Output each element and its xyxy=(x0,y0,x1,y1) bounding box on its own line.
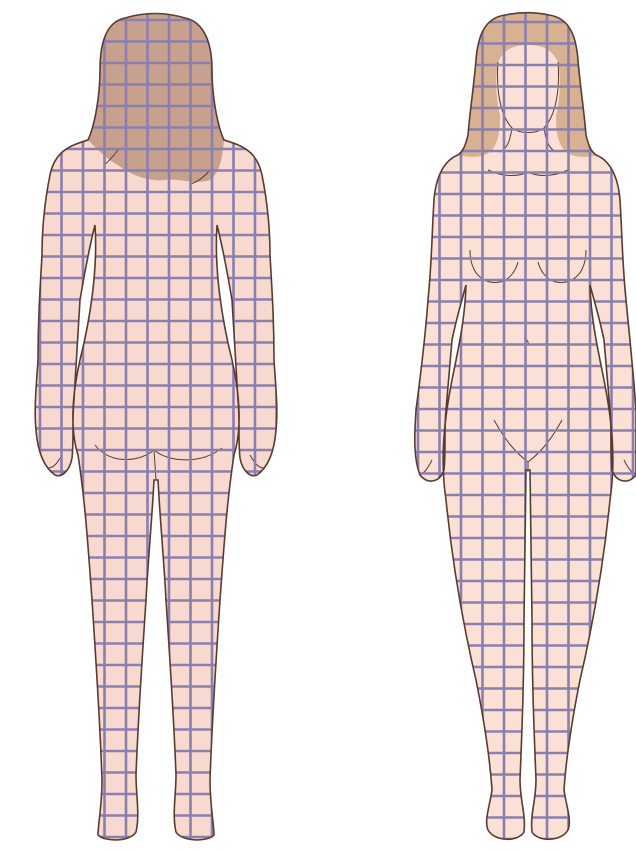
front-view-figure xyxy=(410,10,636,845)
hair-back xyxy=(88,14,224,182)
back-view-figure xyxy=(30,10,285,845)
